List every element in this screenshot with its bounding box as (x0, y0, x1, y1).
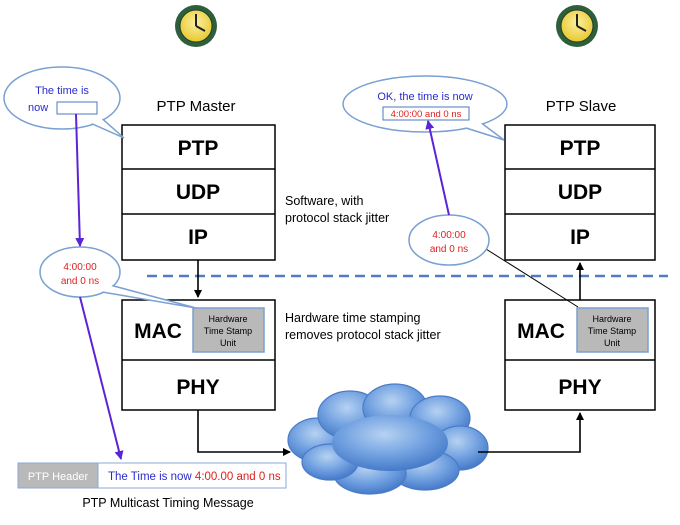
master-tsu-line2: Time Stamp (204, 326, 252, 336)
slave-ip-layer: IP (570, 226, 590, 249)
slave-bubble-line1: OK, the time is now (377, 91, 472, 103)
ptp-message-prefix: The Time is now (108, 471, 195, 483)
master-title: PTP Master (157, 98, 236, 115)
slave-time-field-value: 4:00:00 and 0 ns (391, 109, 462, 120)
slave-mac-layer: MAC (517, 320, 565, 343)
master-bubble-line1: The time is (35, 85, 89, 97)
master-clock-icon (175, 5, 217, 47)
master-time-bubble: The time is now (3, 66, 125, 139)
ptp-header-field (17, 462, 99, 489)
slave-tsu-line2: Time Stamp (588, 326, 636, 336)
hardware-note-line2: removes protocol stack jitter (285, 328, 441, 342)
master-mac-layer: MAC (134, 320, 182, 343)
slave-ts-line1: 4:00:00 (432, 230, 466, 241)
cloud-to-slave-phy-arrow (478, 412, 584, 453)
slave-ptp-layer: PTP (560, 137, 601, 160)
master-software-stack: PTP UDP IP (121, 124, 276, 261)
master-phy-to-cloud-arrow (197, 410, 291, 456)
master-phy-layer: PHY (176, 376, 219, 399)
software-note-line2: protocol stack jitter (285, 211, 389, 225)
ptp-message-body: The Time is now 4:00.00 and 0 ns (108, 471, 281, 483)
master-timestamp-unit: Hardware Time Stamp Unit (192, 307, 265, 353)
slave-ts-line2: and 0 ns (430, 244, 468, 255)
software-note-line1: Software, with (285, 194, 364, 208)
master-read-time-arrow (75, 113, 85, 247)
slave-tsu-line3: Unit (604, 338, 621, 348)
master-time-field (56, 101, 98, 115)
hardware-note-line1: Hardware time stamping (285, 311, 421, 325)
master-ip-layer: IP (188, 226, 208, 249)
master-bubble-line2: now (28, 102, 48, 114)
slave-title: PTP Slave (546, 98, 617, 115)
master-tsu-line1: Hardware (208, 314, 247, 324)
master-ptp-layer: PTP (178, 137, 219, 160)
network-cloud-icon (287, 383, 489, 495)
slave-deliver-time-arrow (425, 120, 450, 216)
master-udp-layer: UDP (176, 181, 220, 204)
ptp-message-time: 4:00.00 and 0 ns (195, 471, 281, 483)
ptp-header-label: PTP Header (28, 471, 89, 483)
slave-software-stack: PTP UDP IP (504, 124, 656, 261)
ptp-timing-message: PTP Header The Time is now 4:00.00 and 0… (17, 462, 287, 489)
slave-phy-layer: PHY (558, 376, 601, 399)
slave-time-field (382, 106, 470, 121)
slave-timestamp-unit: Hardware Time Stamp Unit (576, 307, 649, 353)
slave-tsu-line1: Hardware (592, 314, 631, 324)
master-tsu-line3: Unit (220, 338, 237, 348)
slave-time-bubble: OK, the time is now 4:00:00 and 0 ns (342, 75, 508, 141)
ptp-message-caption: PTP Multicast Timing Message (82, 496, 253, 510)
slave-timestamp-bubble: 4:00:00 and 0 ns (408, 214, 490, 266)
master-ts-line2: and 0 ns (61, 276, 99, 287)
master-insert-timestamp-arrow (79, 296, 124, 460)
slave-clock-icon (556, 5, 598, 47)
slave-tsu-callout-line (477, 243, 579, 308)
master-timestamp-bubble: 4:00:00 and 0 ns (39, 246, 197, 309)
slave-udp-layer: UDP (558, 181, 602, 204)
master-ts-line1: 4:00:00 (63, 262, 97, 273)
